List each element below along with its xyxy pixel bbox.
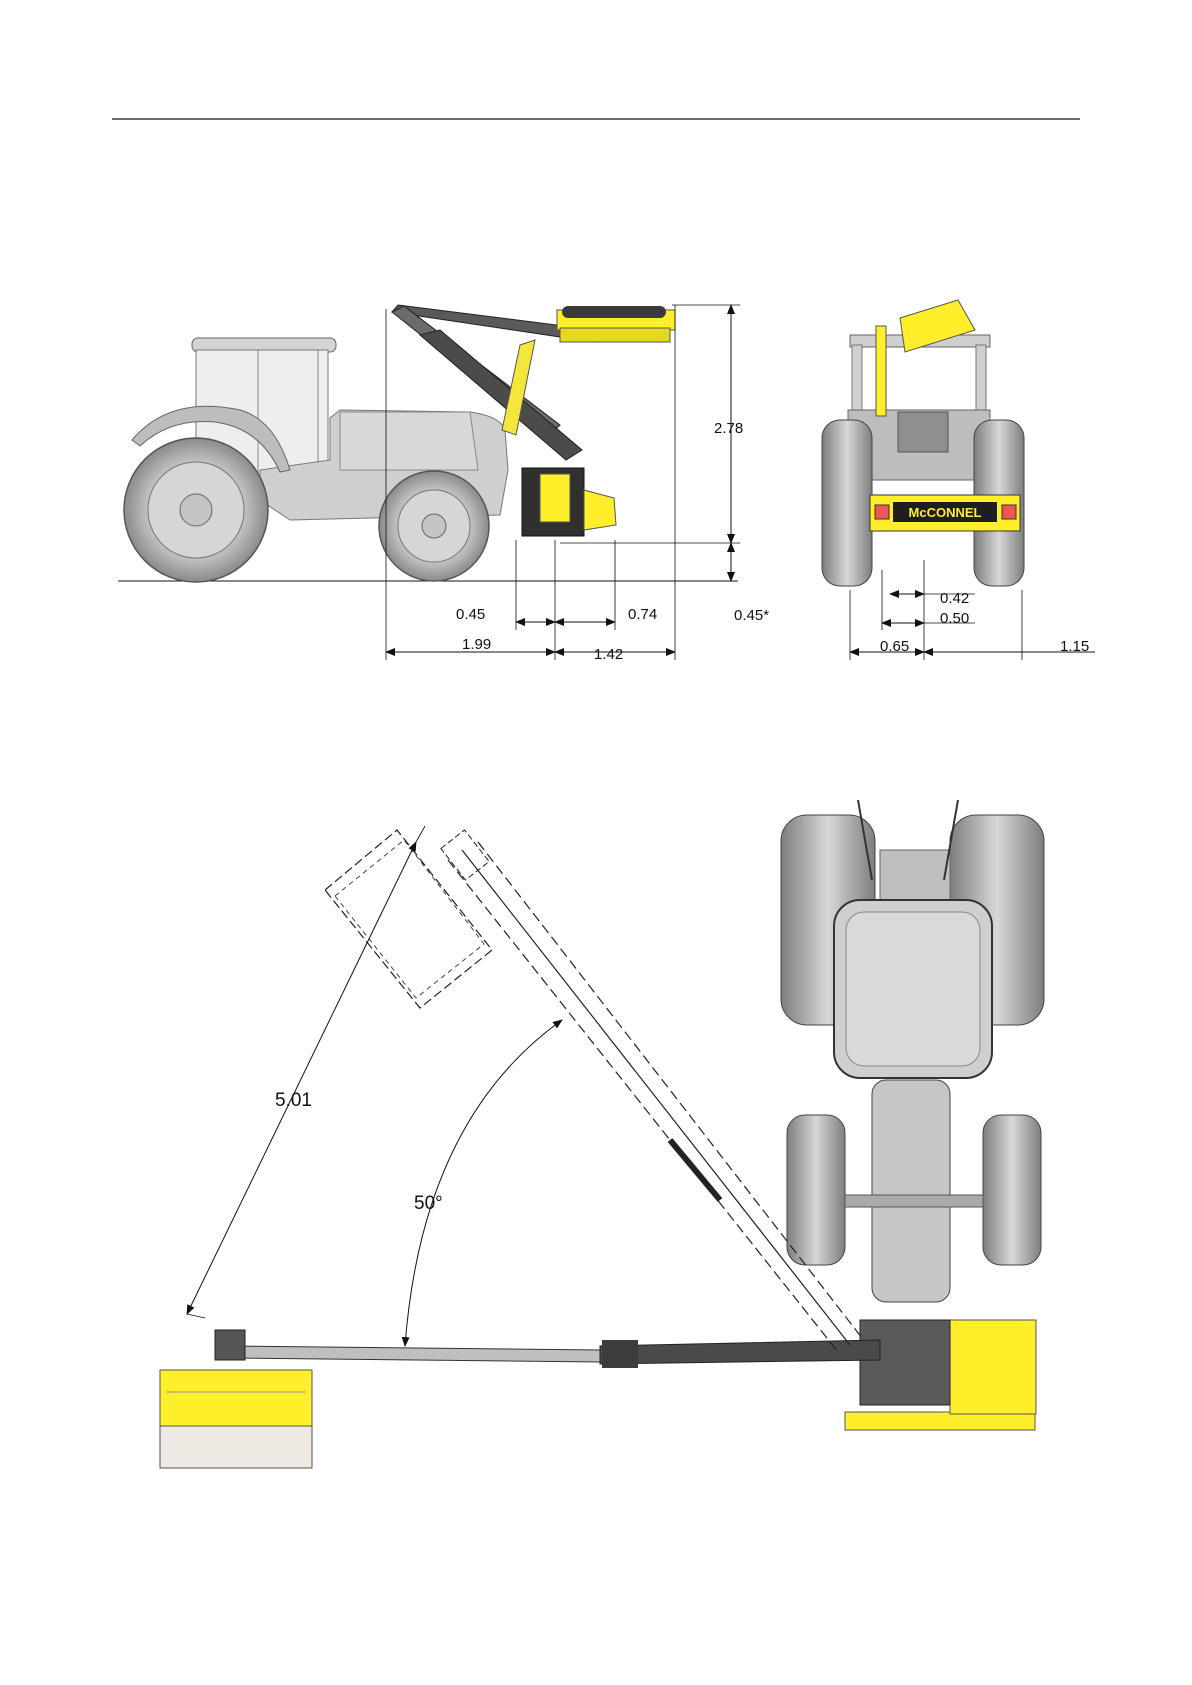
- mounting-frame-top: [845, 1320, 1036, 1430]
- cutter-head-raised: [557, 306, 675, 342]
- dim-rear-a: 0.42: [940, 590, 969, 607]
- dim-side-d: 1.42: [594, 646, 623, 663]
- dim-side-b: 0.74: [628, 606, 657, 623]
- rear-wheel-left: [822, 420, 872, 586]
- tractor-top: [781, 800, 1044, 1302]
- rear-wheel: [124, 438, 268, 582]
- dim-side-c: 1.99: [462, 636, 491, 653]
- dim-rear-c: 0.65: [880, 638, 909, 655]
- brand-label: McCONNEL: [909, 505, 982, 520]
- arm-extended: [215, 1330, 880, 1368]
- mounting-frame: [522, 468, 616, 536]
- dim-height: 2.78: [714, 420, 743, 437]
- rear-view: McCONNEL 0.42 0.50 0.65 1.15: [822, 300, 1095, 660]
- dim-ground-clearance: 0.45*: [734, 607, 769, 624]
- slew-angle-label: 50°: [414, 1193, 443, 1214]
- hood-top: [872, 1080, 950, 1302]
- reach-label: 5.01: [275, 1090, 312, 1111]
- slew-angle-arc: [405, 1020, 562, 1346]
- dim-rear-d: 1.15: [1060, 638, 1089, 655]
- top-view: 5.01 50°: [160, 800, 1044, 1468]
- side-view: 2.78 0.45* 0.45 0.74 1.99 1.42: [118, 305, 769, 663]
- cutter-head-extended: [160, 1370, 312, 1468]
- front-wheel: [379, 471, 489, 581]
- reach-line: [187, 842, 416, 1314]
- dim-rear-b: 0.50: [940, 610, 969, 627]
- dim-side-a: 0.45: [456, 606, 485, 623]
